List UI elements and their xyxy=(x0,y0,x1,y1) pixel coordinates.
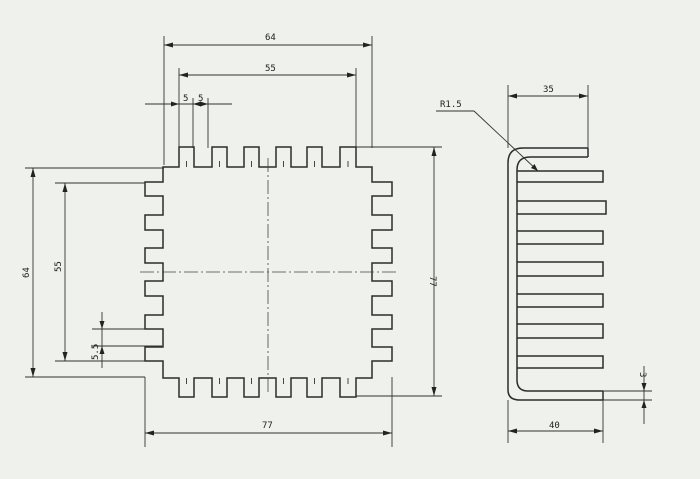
side-bottom-bend-inner xyxy=(516,379,603,392)
dim-side-bottom-40: 40 xyxy=(508,421,603,434)
dim-left-64: 64 xyxy=(22,168,36,377)
side-top-bend-inner xyxy=(516,156,588,171)
dim-right-77: 77 xyxy=(427,147,437,396)
dim-side-top-35: 35 xyxy=(508,85,588,99)
dim-label-side-pitch: 5.5 xyxy=(91,344,101,360)
dim-label-left-55: 55 xyxy=(54,261,64,272)
dim-label-side-top-35: 35 xyxy=(543,85,554,95)
dim-top-55: 55 xyxy=(179,64,356,78)
dim-label-left-64: 64 xyxy=(22,267,32,278)
side-bottom-bend-outer xyxy=(507,389,603,401)
dim-label-plate-thickness: 3 xyxy=(637,372,647,377)
side-fin-2 xyxy=(517,200,607,215)
side-fin-3 xyxy=(517,230,604,245)
dim-label-side-bottom-40: 40 xyxy=(549,421,560,431)
dim-label-fin-pitch-1: 5 xyxy=(183,94,188,104)
heat-sink-outline xyxy=(144,146,393,398)
dim-label-bottom-77: 77 xyxy=(262,421,273,431)
side-fin-7 xyxy=(517,355,604,369)
dim-bottom-77: 77 xyxy=(145,421,392,436)
dim-bend-radius: R1.5 xyxy=(436,100,539,172)
side-fin-1 xyxy=(517,170,604,183)
dim-label-top-55: 55 xyxy=(265,64,276,74)
side-view: 35 40 R1.5 3 xyxy=(436,85,652,443)
side-fin-4 xyxy=(517,261,604,277)
front-view: 64 55 5 5 64 55 xyxy=(22,33,442,447)
side-fins xyxy=(517,170,607,369)
dim-label-bend-radius: R1.5 xyxy=(440,100,462,110)
dim-left-55: 55 xyxy=(54,183,68,361)
dim-side-pitch: 5.5 xyxy=(91,312,105,368)
dim-plate-thickness: 3 xyxy=(603,366,652,424)
dim-label-right-77: 77 xyxy=(427,276,437,287)
dim-fin-pitch: 5 5 xyxy=(145,94,232,107)
side-top-bend-outer xyxy=(507,147,588,164)
side-fin-6 xyxy=(517,323,604,339)
dim-top-64: 64 xyxy=(164,33,372,48)
dim-label-fin-pitch-2: 5 xyxy=(198,94,203,104)
side-fin-5 xyxy=(517,293,604,308)
dim-label-top-64: 64 xyxy=(265,33,276,43)
